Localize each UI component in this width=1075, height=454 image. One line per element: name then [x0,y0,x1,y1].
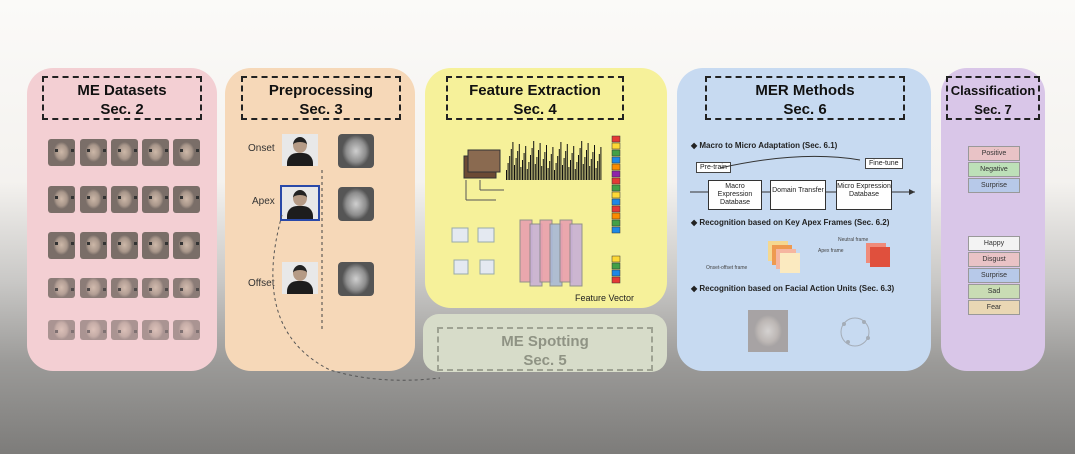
onset-person-image [282,134,318,166]
class-label-happy: Happy [968,236,1020,251]
dataset-face-image [111,278,138,298]
class-label-surprise: Surprise [968,178,1020,193]
dataset-face-image [48,320,75,340]
optical-flow-frames-icon [463,149,504,201]
apex-frame-label: Apex frame [818,248,844,254]
section-text: Sec. 3 [299,101,343,118]
dataset-face-image [48,139,75,166]
title-text: Preprocessing [268,82,374,99]
class-label-positive: Positive [968,146,1020,161]
dataset-face-image [173,278,200,298]
panel-me-spotting [423,314,667,372]
dataset-face-image [48,232,75,259]
dataset-face-image [111,139,138,166]
onset-cropped-face [338,134,374,168]
dataset-face-image [173,186,200,213]
title-text: Feature Extraction [469,82,601,99]
feature-vector-icon [611,135,621,284]
dataset-face-image [111,186,138,213]
section-text: Sec. 4 [513,101,557,118]
finetune-tag: Fine-tune [865,158,903,169]
feature-vector-label: Feature Vector [575,293,635,303]
apex-person-image [280,185,320,221]
title-classification: Classification Sec. 7 [946,76,1040,120]
title-me-spotting: ME Spotting Sec. 5 [437,327,653,371]
title-preprocessing: Preprocessing Sec. 3 [241,76,401,120]
macro-expression-database-box: Macro Expression Database [708,180,762,210]
action-unit-face-image [748,310,788,352]
title-feature-extraction: Feature Extraction Sec. 4 [446,76,624,120]
offset-person-image [282,262,318,294]
micro-expression-database-box: Micro Expression Database [836,180,892,210]
3d-cubes-icon [451,227,495,275]
dataset-face-image [142,139,169,166]
title-text: Classification [950,83,1036,98]
label-offset: Offset [248,278,275,289]
dataset-face-image [80,278,107,298]
dataset-face-image [142,232,169,259]
mer-section-apex-frames: ◆ Recognition based on Key Apex Frames (… [691,218,890,227]
mer-section-macro-micro: ◆ Macro to Micro Adaptation (Sec. 6.1) [691,141,838,150]
apex-frames-illustration [768,241,890,273]
class-label-negative: Negative [968,162,1020,177]
label-apex: Apex [252,196,275,207]
domain-transfer-box: Domain Transfer [770,180,826,210]
dataset-face-image [48,278,75,298]
class-label-disgust: Disgust [968,252,1020,267]
label-onset: Onset [248,143,275,154]
class-label-sad: Sad [968,284,1020,299]
title-me-datasets: ME Datasets Sec. 2 [42,76,202,120]
feature-extraction-illustration [451,135,621,287]
dataset-face-image [173,139,200,166]
title-text: ME Datasets [77,82,167,99]
title-text: MER Methods [755,82,855,99]
dataset-face-image [173,320,200,340]
offset-cropped-face [338,262,374,296]
dataset-face-image [80,139,107,166]
class-label-fear: Fear [968,300,1020,315]
class-label-surprise: Surprise [968,268,1020,283]
spectrogram-icon [506,141,602,180]
onset-offset-frame-label: Onset-offset frame [706,265,748,271]
cnn-layers-icon [519,219,583,287]
dataset-face-image [80,232,107,259]
dataset-face-image [142,278,169,298]
section-text: Sec. 6 [783,101,827,118]
section-text: Sec. 5 [523,352,567,369]
dataset-face-image [142,320,169,340]
neutral-frame-label: Neutral frame [838,237,869,243]
dataset-face-image [111,320,138,340]
mer-section-action-units: ◆ Recognition based on Facial Action Uni… [691,284,895,293]
dataset-face-image [80,320,107,340]
action-unit-graph-icon [840,317,870,347]
dataset-face-image [80,186,107,213]
dataset-face-image [111,232,138,259]
pretrain-tag: Pre-train [696,162,731,173]
section-text: Sec. 2 [100,101,144,118]
section-text: Sec. 7 [974,102,1012,117]
title-mer-methods: MER Methods Sec. 6 [705,76,905,120]
dataset-face-image [142,186,169,213]
dataset-face-image [173,232,200,259]
title-text: ME Spotting [501,333,589,350]
dataset-face-image [48,186,75,213]
apex-cropped-face [338,187,374,221]
